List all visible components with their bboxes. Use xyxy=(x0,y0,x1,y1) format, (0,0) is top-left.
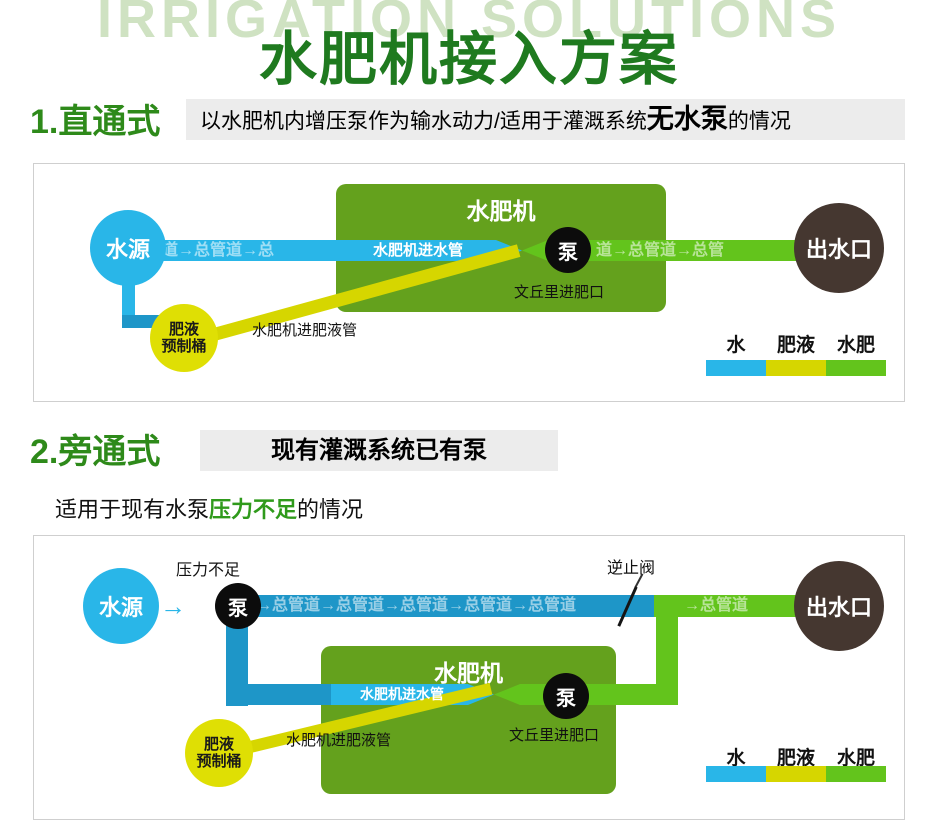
watermark-text: IRRIGATION SOLUTIONS xyxy=(97,0,841,49)
section2-subdescription: 适用于现有水泵压力不足的情况 xyxy=(55,492,363,524)
main-water-pipe xyxy=(234,595,659,617)
water-source-node: 水源 xyxy=(90,210,166,286)
water-outlet-node: 出水口 xyxy=(794,561,884,651)
section2-sub-pre: 适用于现有水泵 xyxy=(55,497,210,522)
legend-water-label: 水 xyxy=(726,748,746,769)
bucket-label-line1: 肥液 xyxy=(203,736,234,753)
machine-inlet-pipe-label: 水肥机进水管 xyxy=(360,686,444,702)
section2-sub-post: 的情况 xyxy=(297,497,364,522)
section1-description: 以水肥机内增压泵作为输水动力/适用于灌溉系统无水泵的情况 xyxy=(186,99,905,140)
section1-heading: 1.直通式 xyxy=(30,103,161,141)
flow-arrow-icon: → xyxy=(160,591,186,621)
legend-mix-swatch xyxy=(826,766,886,782)
legend-fertilizer-label: 肥液 xyxy=(776,748,815,769)
section2-description: 现有灌溉系统已有泵 xyxy=(200,430,558,471)
diagram-direct-through: 水肥机 管道→总管道→总 道→总管道→总管 水肥机进水管 文丘里进肥口 水肥机进… xyxy=(33,163,905,402)
pressure-note-label: 压力不足 xyxy=(176,562,241,579)
check-valve-label: 逆止阀 xyxy=(607,560,656,577)
pump-node: 泵 xyxy=(545,227,591,273)
page-title: 水肥机接入方案 xyxy=(258,27,679,92)
legend-mix-label: 水肥 xyxy=(836,335,875,356)
mix-pipe-out-text: 道→总管道→总管 xyxy=(596,242,725,259)
legend-water-label: 水 xyxy=(726,335,746,356)
section1-desc-bold: 无水泵 xyxy=(646,104,728,134)
legend-fertilizer-swatch xyxy=(766,766,826,782)
diagram-bypass: 水肥机 →总管道→总管道→总管道→总管道→总管道 →总管道 水肥机进水管 文丘里… xyxy=(33,535,905,820)
section2-sub-bold: 压力不足 xyxy=(209,497,298,522)
venturi-inlet-label: 文丘里进肥口 xyxy=(513,284,604,301)
fertilizer-bucket-node: 肥液 预制桶 xyxy=(150,304,218,372)
section2-heading: 2.旁通式 xyxy=(30,433,161,471)
bucket-label-line1: 肥液 xyxy=(168,321,199,338)
water-pipe-in-text: 管道→总管道→总 xyxy=(146,242,275,259)
machine-inlet-pipe-label: 水肥机进水管 xyxy=(372,242,463,259)
fertilizer-pipe-label: 水肥机进肥液管 xyxy=(286,732,392,749)
bucket-label-line2: 预制桶 xyxy=(196,753,242,770)
main-water-pipe-text: →总管道→总管道→总管道→总管道→总管道 xyxy=(256,597,577,614)
water-source-node: 水源 xyxy=(83,568,159,644)
bypass-horizontal-pipe xyxy=(226,684,338,705)
bypass-down-pipe xyxy=(226,606,248,706)
main-mix-pipe xyxy=(654,595,814,617)
fertilizer-bucket-node: 肥液 预制桶 xyxy=(185,719,253,787)
machine-pump-node: 泵 xyxy=(543,673,589,719)
mix-pipe-out xyxy=(548,240,816,261)
venturi-inlet-label: 文丘里进肥口 xyxy=(508,727,599,744)
mix-riser-pipe xyxy=(656,598,678,705)
fertilizer-pipe-label: 水肥机进肥液管 xyxy=(252,322,358,339)
existing-pump-node: 泵 xyxy=(215,583,261,629)
water-outlet-node: 出水口 xyxy=(794,203,884,293)
water-pipe-in xyxy=(124,240,496,261)
fertigation-machine-label: 水肥机 xyxy=(434,660,503,686)
fertigation-machine-label: 水肥机 xyxy=(466,198,536,224)
legend-mix-label: 水肥 xyxy=(836,748,875,769)
main-mix-pipe-text: →总管道 xyxy=(684,597,749,614)
section1-desc-pre: 以水肥机内增压泵作为输水动力/适用于灌溉系统 xyxy=(200,110,647,133)
legend-water-swatch xyxy=(706,766,766,782)
legend-fertilizer-swatch xyxy=(766,360,826,376)
section1-desc-post: 的情况 xyxy=(727,110,791,133)
legend-water-swatch xyxy=(706,360,766,376)
legend-fertilizer-label: 肥液 xyxy=(776,335,815,356)
legend-mix-swatch xyxy=(826,360,886,376)
bucket-label-line2: 预制桶 xyxy=(161,338,207,355)
